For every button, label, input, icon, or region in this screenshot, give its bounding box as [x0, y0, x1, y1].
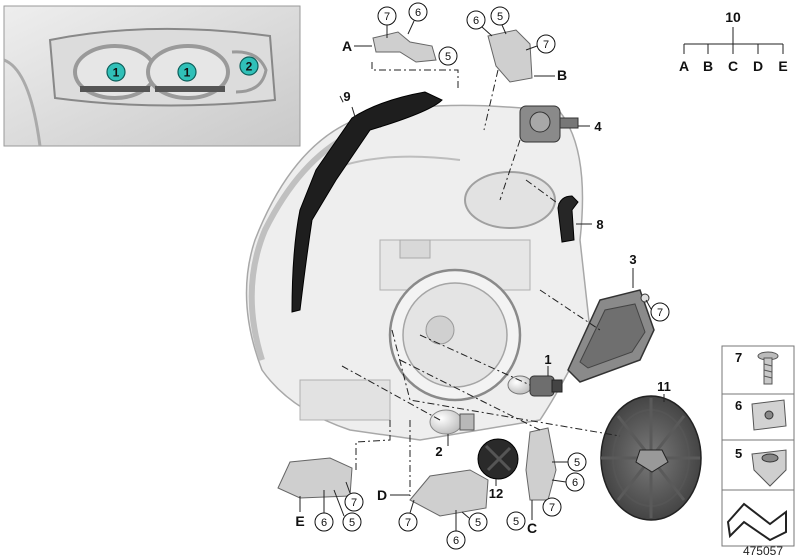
tree-leaf-a: A — [679, 58, 689, 74]
tree-root: 10 — [725, 9, 741, 25]
svg-text:7: 7 — [405, 517, 411, 529]
circle-callout-5-c2: 5 — [506, 511, 526, 531]
label-c: C — [527, 520, 537, 536]
legend-item-screw: 7 — [735, 350, 742, 365]
spring-nut-icon — [751, 449, 787, 487]
label-b: B — [557, 67, 567, 83]
circle-callout-5-a: 5 — [438, 46, 458, 66]
legend-item-spring-nut: 5 — [735, 446, 742, 461]
hardware-legend: 7 6 5 — [721, 345, 795, 547]
svg-text:6: 6 — [415, 7, 421, 19]
callout-9: 9 — [343, 89, 350, 104]
svg-text:6: 6 — [473, 15, 479, 27]
low-beam-reflector-opening — [388, 268, 522, 402]
svg-text:2: 2 — [246, 60, 253, 74]
circle-callout-7-a: 7 — [377, 6, 397, 26]
bracket-c — [525, 427, 557, 501]
bulb-cap — [477, 438, 519, 486]
circle-callout-7-cap: 7 — [650, 302, 670, 322]
tree-leaf-d: D — [753, 58, 763, 74]
callout-1: 1 — [544, 352, 551, 367]
outline-shape-icon — [726, 502, 787, 542]
callout-12: 12 — [489, 486, 503, 501]
bracket-e — [277, 457, 353, 499]
svg-text:1: 1 — [113, 66, 120, 80]
bracket-b — [487, 29, 533, 83]
circle-callout-7-c: 7 — [542, 497, 562, 517]
svg-text:5: 5 — [513, 516, 519, 528]
svg-text:7: 7 — [384, 11, 390, 23]
bulb-socket — [507, 366, 563, 397]
cover-cap — [567, 268, 655, 383]
label-e: E — [295, 513, 304, 529]
high-beam-cover — [600, 394, 702, 521]
callout-8: 8 — [596, 217, 603, 232]
svg-text:5: 5 — [445, 51, 451, 63]
leader-9 — [351, 106, 357, 121]
inset-lamp-badge-2: 1 — [177, 62, 197, 82]
svg-text:1: 1 — [184, 66, 191, 80]
circle-callout-6-e: 6 — [314, 512, 334, 532]
svg-text:6: 6 — [321, 517, 327, 529]
bracket-a — [372, 31, 437, 63]
circle-callout-6-a: 6 — [408, 2, 428, 22]
callout-2: 2 — [435, 444, 442, 459]
circle-callout-5-d: 5 — [468, 512, 488, 532]
circle-callout-5-c1: 5 — [567, 452, 587, 472]
circle-callout-7-e: 7 — [344, 492, 364, 512]
circled-callouts: 7 6 5 6 5 7 7 5 6 7 5 7 6 5 7 6 5 — [314, 2, 670, 550]
reference-lines — [339, 62, 621, 496]
circle-callout-5-b: 5 — [490, 6, 510, 26]
svg-text:6: 6 — [453, 535, 459, 547]
bracket-d — [409, 469, 489, 517]
seal-gasket — [291, 91, 443, 313]
circle-callout-6-d: 6 — [446, 530, 466, 550]
legend-item-clip-nut: 6 — [735, 398, 742, 413]
circle-callout-7-d: 7 — [398, 512, 418, 532]
svg-text:5: 5 — [475, 517, 481, 529]
circle-callout-6-b: 6 — [466, 10, 486, 30]
svg-text:5: 5 — [349, 517, 355, 529]
label-d: D — [377, 487, 387, 503]
tree-leaf-c: C — [728, 58, 738, 74]
inset-lamp-badge-1: 1 — [106, 62, 126, 82]
svg-text:7: 7 — [549, 502, 555, 514]
callout-11: 11 — [657, 379, 671, 394]
bulb — [429, 409, 475, 446]
clip-nut-icon — [751, 399, 787, 431]
label-a: A — [342, 38, 352, 54]
svg-text:5: 5 — [574, 457, 580, 469]
inset-photo — [3, 5, 301, 147]
inset-lamp-badge-3: 2 — [239, 56, 259, 76]
callout-4: 4 — [594, 119, 602, 134]
screw-icon — [757, 351, 779, 385]
levelling-motor — [519, 105, 590, 143]
circle-callout-7-b: 7 — [536, 34, 556, 54]
svg-text:6: 6 — [572, 477, 578, 489]
svg-text:7: 7 — [351, 497, 357, 509]
kit-tree: 10 A B C D E — [679, 9, 788, 74]
svg-text:5: 5 — [497, 11, 503, 23]
tree-leaf-e: E — [778, 58, 787, 74]
diagram-number: 475057 — [743, 544, 783, 558]
circle-callout-5-e: 5 — [342, 512, 362, 532]
callout-3: 3 — [629, 252, 636, 267]
svg-text:7: 7 — [657, 307, 663, 319]
svg-text:7: 7 — [543, 39, 549, 51]
circle-callout-6-c: 6 — [565, 472, 585, 492]
tree-leaf-b: B — [703, 58, 713, 74]
